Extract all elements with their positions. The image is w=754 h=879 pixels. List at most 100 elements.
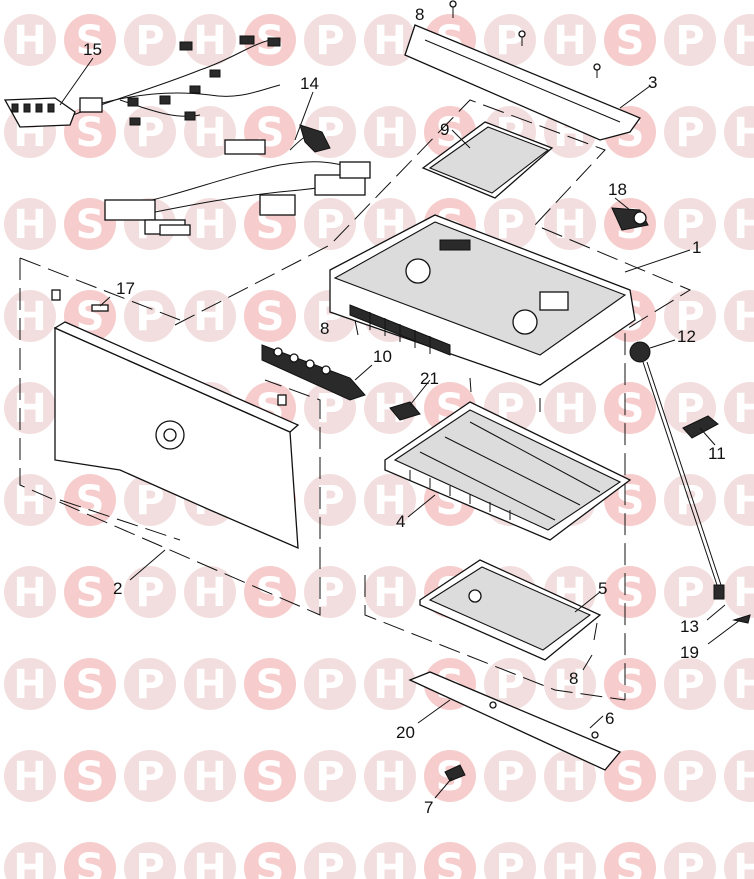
part-14-harness: [104, 124, 371, 236]
svg-text:H: H: [193, 846, 226, 879]
callout-1: 1: [692, 238, 701, 257]
watermark-badge: P: [484, 14, 536, 66]
svg-text:H: H: [13, 846, 46, 879]
svg-text:H: H: [733, 18, 754, 64]
svg-text:S: S: [616, 570, 645, 616]
part-21-connector: [389, 401, 421, 421]
svg-text:H: H: [373, 754, 406, 800]
watermark-badge: P: [484, 658, 536, 710]
watermark-badge: S: [64, 842, 116, 879]
watermark-badge: H: [724, 566, 754, 618]
part-2-front-panel: [53, 321, 300, 550]
svg-text:P: P: [495, 18, 524, 64]
part-4-tray: [384, 401, 632, 541]
svg-text:S: S: [76, 570, 105, 616]
callout-8-bottom: 8: [569, 669, 578, 688]
watermark-badge: H: [184, 658, 236, 710]
watermark-badge: S: [244, 842, 296, 879]
svg-text:P: P: [675, 110, 704, 156]
svg-text:P: P: [495, 846, 524, 879]
watermark-badge: P: [304, 566, 356, 618]
svg-text:P: P: [315, 202, 344, 248]
watermark-badge: S: [604, 658, 656, 710]
part-10-terminal-block: [261, 344, 366, 401]
watermark-badge: H: [364, 474, 416, 526]
watermark-badge: H: [4, 474, 56, 526]
svg-text:P: P: [135, 846, 164, 879]
watermark-badge: H: [364, 750, 416, 802]
watermark-badge: H: [544, 842, 596, 879]
svg-text:S: S: [616, 662, 645, 708]
watermark-badge: P: [664, 474, 716, 526]
part-11-clip: [682, 415, 719, 439]
svg-text:H: H: [13, 202, 46, 248]
watermark-badge: H: [364, 566, 416, 618]
svg-text:H: H: [193, 294, 226, 340]
watermark-badge: H: [4, 290, 56, 342]
svg-text:P: P: [135, 754, 164, 800]
callout-21: 21: [420, 369, 439, 388]
watermark-badge: S: [64, 198, 116, 250]
watermark-badge: H: [724, 198, 754, 250]
part-20-bracket: [408, 671, 622, 771]
callout-4: 4: [396, 512, 405, 531]
callout-10: 10: [373, 347, 392, 366]
svg-text:H: H: [193, 570, 226, 616]
svg-text:H: H: [373, 110, 406, 156]
svg-text:H: H: [553, 846, 586, 879]
svg-text:P: P: [675, 18, 704, 64]
svg-text:H: H: [733, 386, 754, 432]
svg-text:H: H: [373, 846, 406, 879]
callout-7: 7: [424, 798, 433, 817]
svg-text:S: S: [616, 18, 645, 64]
svg-text:H: H: [733, 110, 754, 156]
svg-text:H: H: [373, 18, 406, 64]
watermark-badge: S: [604, 842, 656, 879]
svg-text:H: H: [193, 754, 226, 800]
svg-text:S: S: [76, 754, 105, 800]
watermark-badge: P: [484, 842, 536, 879]
watermark-badge: P: [664, 750, 716, 802]
svg-text:H: H: [193, 18, 226, 64]
svg-text:S: S: [76, 478, 105, 524]
svg-text:P: P: [135, 110, 164, 156]
watermark-badge: H: [184, 198, 236, 250]
svg-text:H: H: [373, 478, 406, 524]
watermark-badge: H: [4, 658, 56, 710]
svg-text:H: H: [553, 754, 586, 800]
part-15-wiring-loom: [3, 35, 281, 128]
watermark-badge: S: [604, 382, 656, 434]
watermark-badge: S: [424, 842, 476, 879]
svg-text:P: P: [495, 662, 524, 708]
watermark-badge: H: [544, 658, 596, 710]
svg-text:P: P: [135, 18, 164, 64]
part-18-sensor: [611, 207, 649, 231]
callout-13: 13: [680, 617, 699, 636]
watermark-badge: H: [544, 750, 596, 802]
watermark-badge: H: [4, 842, 56, 879]
part-8-screws: [354, 319, 598, 641]
watermark-badge: P: [124, 106, 176, 158]
watermark-badge: H: [724, 14, 754, 66]
callout-6: 6: [605, 709, 614, 728]
watermark-badge: H: [4, 750, 56, 802]
svg-text:P: P: [675, 662, 704, 708]
watermark-badge: H: [724, 290, 754, 342]
svg-text:P: P: [315, 846, 344, 879]
part-5-lower-tray: [419, 559, 602, 661]
watermark-badge: P: [304, 474, 356, 526]
watermark-badge: P: [304, 750, 356, 802]
watermark-badge: H: [184, 842, 236, 879]
callout-8-mid: 8: [320, 319, 329, 338]
svg-text:H: H: [733, 294, 754, 340]
watermark-badge: H: [184, 14, 236, 66]
svg-text:H: H: [373, 662, 406, 708]
svg-text:S: S: [256, 662, 285, 708]
watermark-badge: H: [364, 658, 416, 710]
svg-text:H: H: [13, 386, 46, 432]
watermark-badge: H: [724, 842, 754, 879]
watermark-badge: H: [4, 382, 56, 434]
watermark-badge: S: [604, 566, 656, 618]
svg-text:H: H: [13, 294, 46, 340]
svg-text:H: H: [13, 478, 46, 524]
